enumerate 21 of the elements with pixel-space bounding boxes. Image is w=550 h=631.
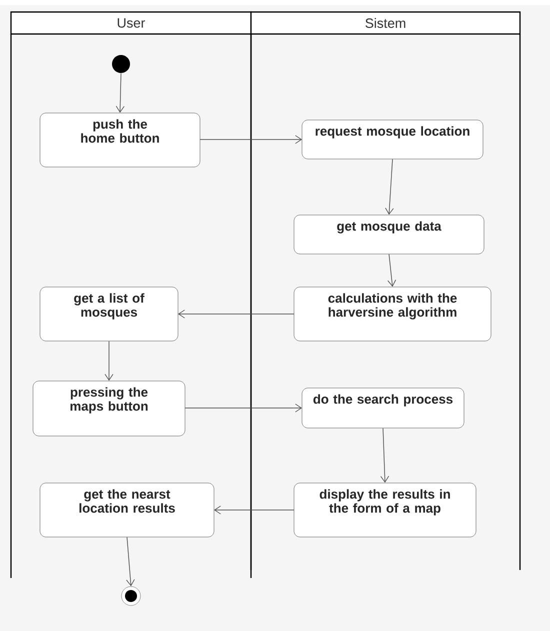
arrow (178, 310, 294, 318)
action-box: pressing the maps button (32, 380, 186, 436)
arrow (387, 254, 396, 287)
action-box: get mosque data (294, 214, 484, 254)
arrow (104, 340, 114, 381)
arrow (385, 158, 394, 215)
action-box: push the home button (40, 112, 200, 168)
arrow (116, 72, 125, 113)
start-circle (112, 55, 130, 73)
action-box: calculations with the harversine algorithm (294, 286, 492, 342)
arrow (126, 536, 135, 586)
arrow (214, 506, 294, 514)
action-box: do the search process (302, 388, 464, 428)
arrow (380, 428, 390, 483)
arrow (184, 404, 302, 412)
action-box: get the nearst location results (40, 482, 214, 538)
action-box: get a list of mosques (40, 286, 178, 342)
action-box: request mosque location (302, 120, 484, 160)
end-circle (121, 586, 141, 606)
arrow (200, 135, 302, 144)
action-box: display the results in the form of a map (294, 482, 476, 538)
